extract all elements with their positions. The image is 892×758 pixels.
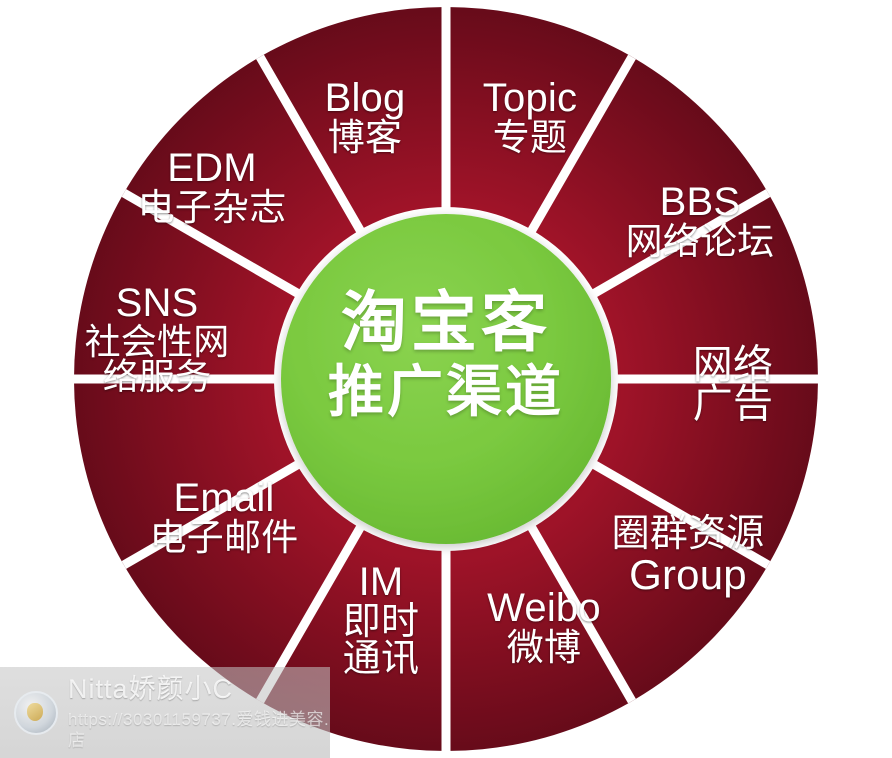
watermark-url: https://30301159737.爱钱进美容.店 — [68, 710, 330, 751]
hub-circle — [281, 214, 611, 544]
watermark-username: Nitta娇颜小C — [68, 674, 234, 705]
watermark-uploader: Nitta娇颜小C https://30301159737.爱钱进美容.店 — [0, 667, 330, 758]
watermark-avatar-icon — [14, 690, 58, 735]
watermark-text-block: Nitta娇颜小C https://30301159737.爱钱进美容.店 — [68, 673, 330, 751]
